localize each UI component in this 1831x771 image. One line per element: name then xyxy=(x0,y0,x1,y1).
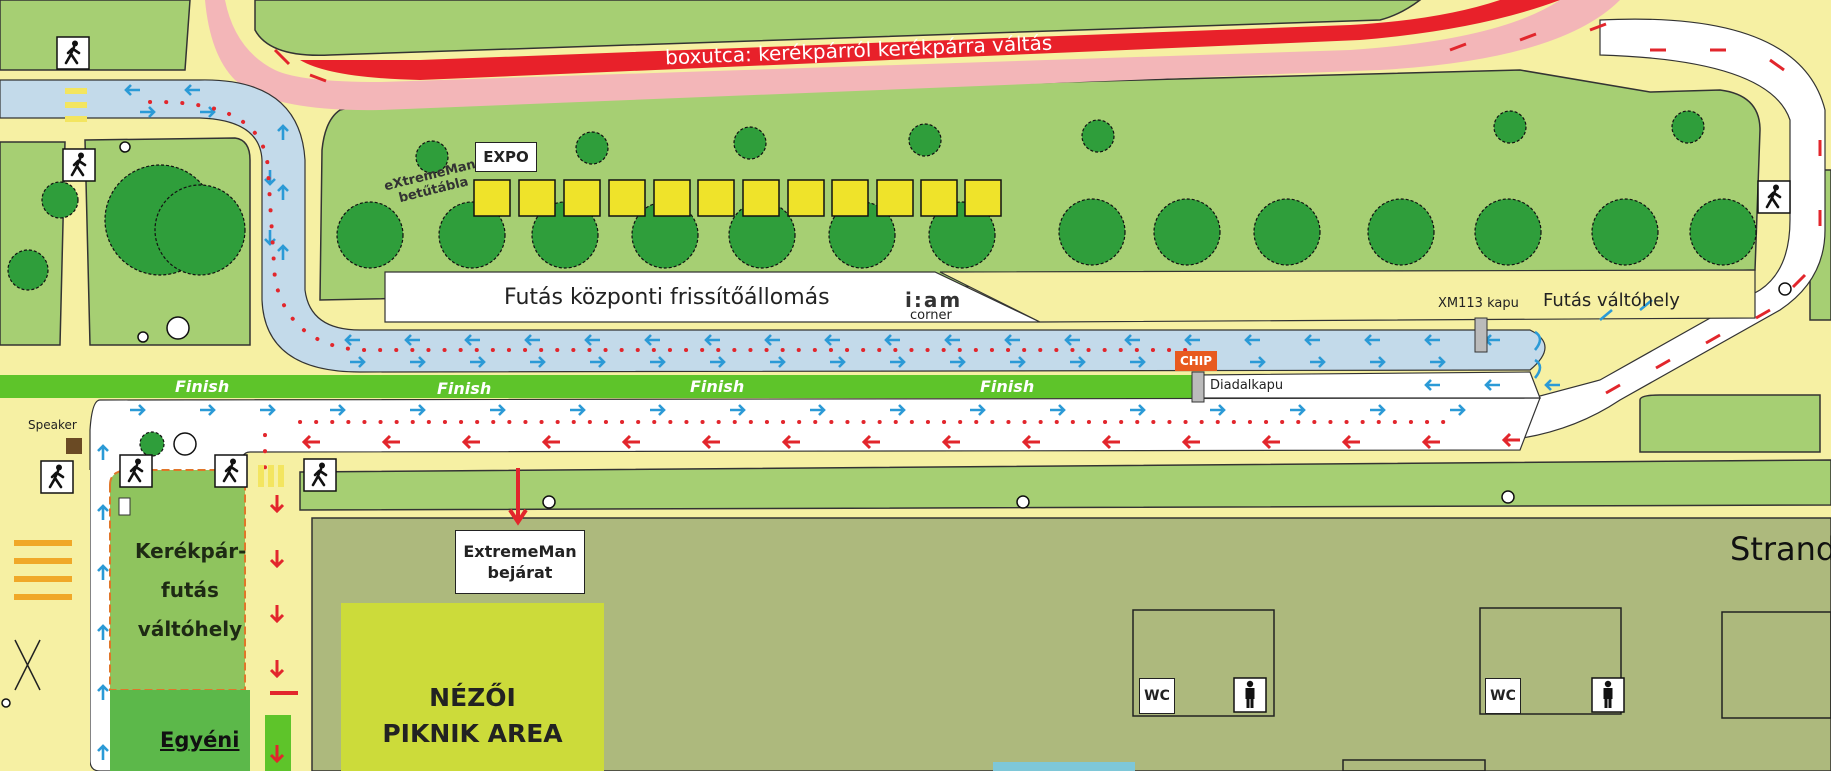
diadalkapu-label: Diadalkapu xyxy=(1210,378,1284,393)
nezoi-line2: PIKNIK AREA xyxy=(382,719,563,748)
pedestrian-icon xyxy=(303,458,337,492)
finish-label-1: Finish xyxy=(175,377,230,396)
bejarat-line1: ExtremeMan xyxy=(463,542,577,561)
wc-label-1: WC xyxy=(1139,678,1175,714)
speaker-marker xyxy=(66,438,82,454)
finish-label-4: Finish xyxy=(980,377,1035,396)
pedestrian-icon xyxy=(40,460,74,494)
kerekpar-valtohely-label: Kerékpár- futás váltóhely xyxy=(135,532,247,649)
bike-arrows xyxy=(269,22,1822,764)
run-arrows xyxy=(97,84,1653,760)
kerekpar-line2: futás xyxy=(161,578,219,602)
pedestrian-icon xyxy=(62,148,96,182)
pedestrian-icon xyxy=(1757,180,1791,214)
valtohely-area xyxy=(939,269,1756,323)
small-box xyxy=(118,497,131,516)
strand-label: Strand xyxy=(1730,530,1831,568)
booth-icons xyxy=(473,179,1002,217)
finish-label-3: Finish xyxy=(690,377,745,396)
picnic-area xyxy=(341,603,604,771)
egyeni-label: Egyéni xyxy=(160,728,240,752)
post-markers xyxy=(1,141,1792,708)
wc-label-2: WC xyxy=(1485,678,1521,714)
run-lane xyxy=(0,79,1546,373)
pedestrian-icon xyxy=(56,36,90,70)
kerekpar-line1: Kerékpár- xyxy=(135,539,247,563)
kerekpar-line3: váltóhely xyxy=(137,617,243,641)
nezoi-piknik-label: NÉZŐI PIKNIK AREA xyxy=(341,680,604,752)
pool-edge xyxy=(993,762,1135,771)
bike-lane-loop xyxy=(1448,18,1826,443)
iam-corner: corner xyxy=(910,308,952,323)
frissito-label: Futás központi frissítőállomás xyxy=(504,285,830,310)
crosswalk-stripes xyxy=(14,88,284,600)
speaker-label: Speaker xyxy=(28,418,77,432)
wc-buildings xyxy=(1132,607,1831,771)
iam-logo: i:am xyxy=(905,288,963,312)
boxutca-lane xyxy=(205,0,1620,111)
expo-label: EXPO xyxy=(475,142,537,172)
pedestrian-icon xyxy=(214,454,248,488)
xm113-label: XM113 kapu xyxy=(1438,296,1519,311)
chip-badge: Chip xyxy=(1175,351,1217,371)
barrier-mark xyxy=(14,639,41,691)
bejarat-label: ExtremeMan bejárat xyxy=(455,530,585,594)
diadalkapu-gate xyxy=(1191,371,1205,403)
toilet-icons xyxy=(1233,677,1625,713)
bejarat-line2: bejárat xyxy=(487,563,553,582)
finish-label-2: Finish xyxy=(437,379,492,398)
futas-valtohely-label: Futás váltóhely xyxy=(1543,290,1680,311)
pedestrian-icon xyxy=(119,454,153,488)
bike-dotted-path xyxy=(148,99,1452,472)
nezoi-line1: NÉZŐI xyxy=(429,683,516,712)
tree-icons xyxy=(7,110,1757,457)
xm113-gate xyxy=(1474,317,1488,353)
